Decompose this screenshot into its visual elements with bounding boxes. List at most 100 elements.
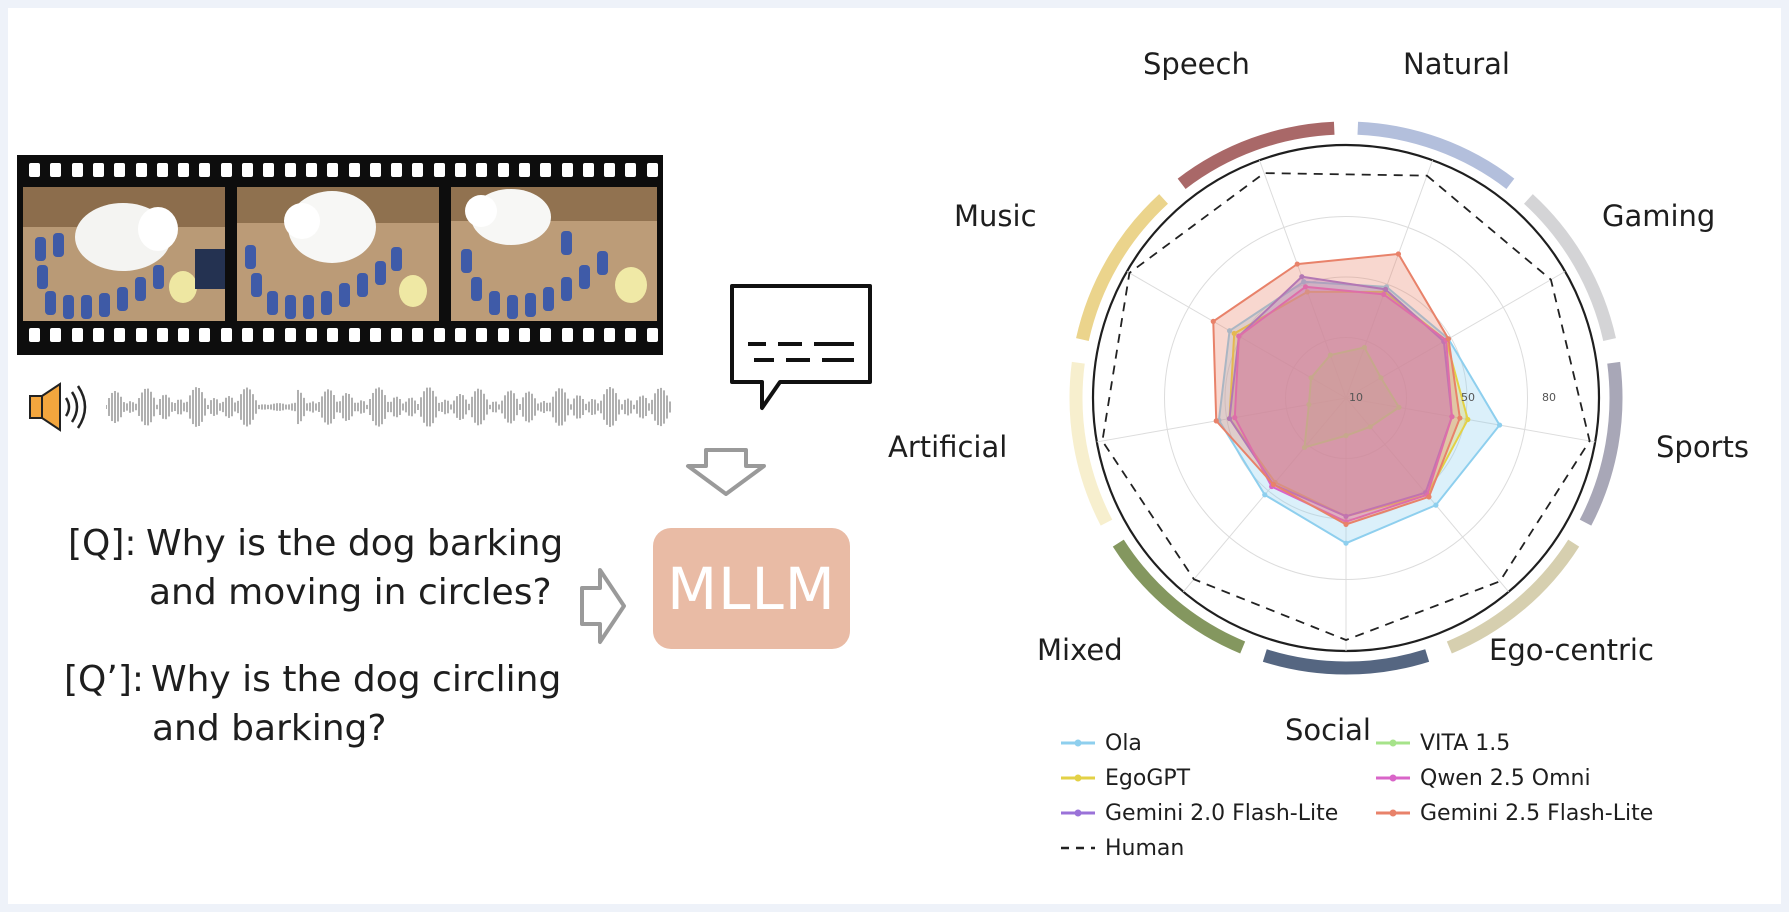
category-label-music: Music bbox=[954, 199, 1037, 233]
film-hole-bottom bbox=[178, 328, 190, 342]
category-label-natural: Natural bbox=[1403, 47, 1510, 81]
film-hole-bottom bbox=[369, 328, 381, 342]
point-gemini-2-5-flash-lite bbox=[1294, 261, 1300, 267]
series-vita-1-5 bbox=[1303, 346, 1401, 449]
point-ola bbox=[1301, 279, 1307, 285]
film-hole-bottom bbox=[455, 328, 466, 342]
legend-swatch-vita bbox=[1376, 739, 1410, 747]
category-ring-segment bbox=[1579, 361, 1623, 526]
point-qwen-2-5-omni bbox=[1449, 414, 1455, 420]
video-frame-1 bbox=[23, 187, 225, 321]
film-hole-top bbox=[29, 163, 40, 177]
film-hole-bottom bbox=[391, 328, 403, 342]
film-hole-bottom bbox=[348, 328, 360, 342]
point-vita-1-5 bbox=[1327, 352, 1333, 358]
point-ola bbox=[1496, 422, 1503, 428]
point-egogpt bbox=[1304, 289, 1310, 295]
film-hole-bottom bbox=[582, 328, 594, 342]
film-hole-top bbox=[391, 163, 403, 177]
category-ring-segment bbox=[1524, 194, 1616, 341]
category-ring-segment bbox=[1446, 539, 1580, 654]
grid-spoke bbox=[1345, 160, 1434, 399]
point-gemini-2-5-flash-lite bbox=[1213, 418, 1219, 424]
film-hole-top bbox=[455, 163, 466, 177]
film-hole-top bbox=[625, 163, 637, 177]
point-qwen-2-5-omni bbox=[1381, 291, 1387, 298]
legend-label-gemini-2-0: Gemini 2.0 Flash-Lite bbox=[1105, 800, 1339, 826]
legend-swatch-egogpt bbox=[1061, 774, 1095, 782]
category-ring-segment bbox=[1076, 194, 1168, 341]
legend-swatch-ola bbox=[1061, 739, 1095, 747]
category-label-sports: Sports bbox=[1656, 430, 1749, 464]
point-ola bbox=[1226, 328, 1233, 334]
film-hole-bottom bbox=[433, 328, 445, 342]
film-hole-bottom bbox=[50, 328, 62, 342]
point-vita-1-5 bbox=[1367, 424, 1373, 430]
legend-swatch-human bbox=[1061, 846, 1095, 850]
grid-spoke bbox=[1345, 397, 1596, 443]
point-vita-1-5 bbox=[1361, 344, 1367, 351]
category-ring-segment bbox=[1262, 649, 1430, 675]
legend-label-gemini-2-5: Gemini 2.5 Flash-Lite bbox=[1420, 800, 1654, 826]
question-2-tag: [Q’]: bbox=[64, 659, 144, 700]
point-gemini-2-5-flash-lite bbox=[1426, 494, 1432, 500]
film-hole-bottom bbox=[284, 328, 296, 342]
point-gemini-2-5-flash-lite bbox=[1457, 415, 1463, 421]
film-hole-top bbox=[263, 163, 275, 177]
film-hole-top bbox=[92, 163, 104, 177]
category-label-ego-centric: Ego-centric bbox=[1489, 633, 1654, 667]
film-hole-bottom bbox=[92, 328, 104, 342]
film-hole-bottom bbox=[29, 328, 40, 342]
legend-label-vita: VITA 1.5 bbox=[1420, 730, 1511, 756]
film-hole-top bbox=[369, 163, 381, 177]
legend-swatch-qwen bbox=[1376, 774, 1410, 782]
legend-item-gemini-2-5: Gemini 2.5 Flash-Lite bbox=[1374, 799, 1653, 827]
film-hole-bottom bbox=[604, 328, 616, 342]
film-hole-top bbox=[220, 163, 232, 177]
film-hole-bottom bbox=[199, 328, 211, 342]
tick-label-10: 10 bbox=[1349, 391, 1363, 404]
film-hole-bottom bbox=[263, 328, 275, 342]
point-qwen-2-5-omni bbox=[1232, 415, 1238, 421]
film-hole-top bbox=[561, 163, 573, 177]
film-hole-top bbox=[348, 163, 360, 177]
point-vita-1-5 bbox=[1343, 433, 1349, 439]
film-hole-top bbox=[178, 163, 190, 177]
category-label-artificial: Artificial bbox=[888, 430, 1008, 464]
legend-item-egogpt: EgoGPT bbox=[1059, 764, 1190, 792]
legend-item-vita: VITA 1.5 bbox=[1374, 729, 1510, 757]
film-hole-bottom bbox=[540, 328, 552, 342]
film-hole-top bbox=[135, 163, 147, 177]
point-gemini-2-5-flash-lite bbox=[1270, 481, 1277, 488]
film-hole-bottom bbox=[71, 328, 83, 342]
right-arrow-icon bbox=[580, 568, 626, 644]
point-vita-1-5 bbox=[1396, 404, 1402, 410]
category-ring-segment bbox=[1177, 121, 1335, 189]
point-qwen-2-5-omni bbox=[1236, 333, 1242, 339]
mllm-box: MLLM bbox=[653, 528, 850, 649]
series-gemini-2-0-flash-lite bbox=[1228, 275, 1453, 518]
point-vita-1-5 bbox=[1306, 401, 1312, 408]
point-qwen-2-5-omni bbox=[1302, 284, 1309, 290]
film-hole-bottom bbox=[327, 328, 339, 342]
category-ring-segment bbox=[1112, 539, 1246, 654]
legend-swatch-gemini-2-5 bbox=[1376, 809, 1410, 817]
category-label-mixed: Mixed bbox=[1037, 633, 1123, 667]
film-hole-top bbox=[476, 163, 488, 177]
film-hole-top bbox=[114, 163, 126, 177]
film-hole-top bbox=[604, 163, 616, 177]
film-hole-top bbox=[327, 163, 339, 177]
legend-item-qwen: Qwen 2.5 Omni bbox=[1374, 764, 1591, 792]
category-ring-segment bbox=[1069, 361, 1113, 526]
category-label-speech: Speech bbox=[1143, 47, 1250, 81]
film-hole-bottom bbox=[220, 328, 232, 342]
point-gemini-2-0-flash-lite bbox=[1382, 286, 1389, 292]
video-frame-3 bbox=[451, 187, 657, 321]
point-vita-1-5 bbox=[1378, 375, 1384, 381]
tick-label-50: 50 bbox=[1461, 391, 1475, 404]
series-human bbox=[1101, 172, 1591, 641]
point-ola bbox=[1262, 492, 1268, 498]
film-hole-top bbox=[582, 163, 594, 177]
point-egogpt bbox=[1465, 416, 1471, 423]
